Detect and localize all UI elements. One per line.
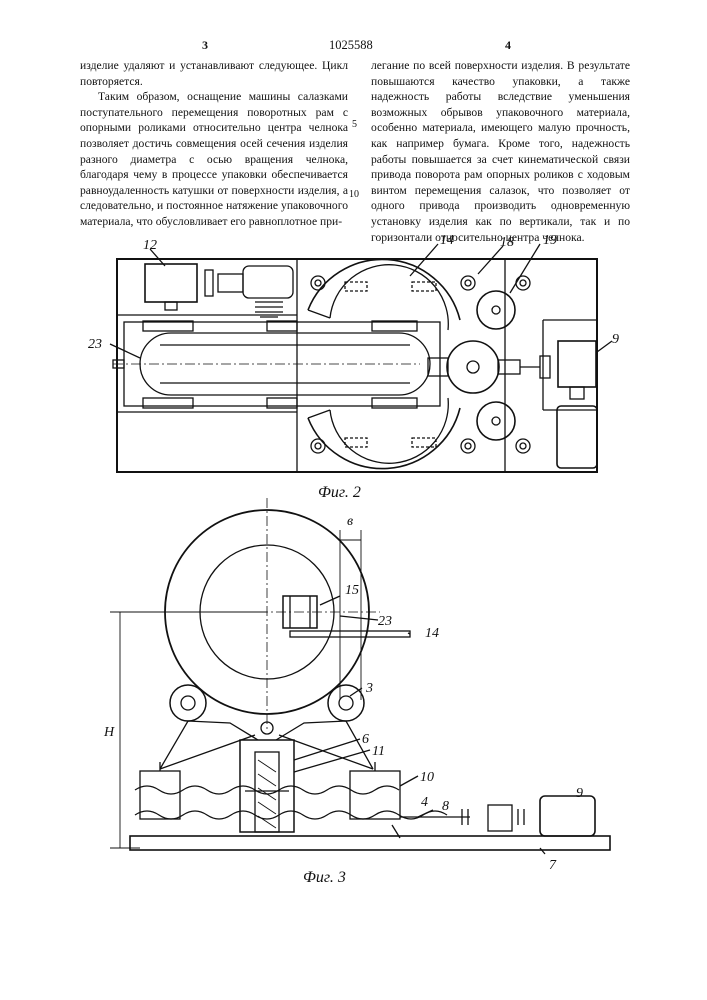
fig3-label-7: 7: [549, 858, 557, 873]
fig3-label-9: 9: [576, 786, 583, 801]
fig2-label-12: 12: [143, 238, 157, 253]
fig3-label-4: 4: [421, 795, 428, 810]
figure-2-drawing: [110, 244, 612, 472]
fig3-label-8: 8: [442, 799, 449, 814]
fig3-label-14: 14: [425, 626, 439, 641]
figure-3-drawing: [110, 498, 610, 854]
fig3-label-6: 6: [362, 732, 369, 747]
fig3-label-11: 11: [372, 744, 385, 759]
fig3-label-15: 15: [345, 583, 359, 598]
fig3-label-23: 23: [378, 614, 392, 629]
fig3-label-b: в: [347, 514, 353, 529]
fig2-label-9: 9: [612, 332, 619, 347]
fig2-label-19: 19: [543, 233, 557, 248]
fig3-caption: Фиг. 3: [303, 869, 346, 886]
fig2-caption: Фиг. 2: [318, 484, 361, 501]
fig2-label-23: 23: [88, 337, 102, 352]
fig2-label-18: 18: [500, 235, 514, 250]
fig3-label-10: 10: [420, 770, 434, 785]
fig2-label-14: 14: [440, 233, 454, 248]
fig3-label-3: 3: [365, 681, 373, 696]
fig3-label-h: H: [103, 725, 115, 740]
